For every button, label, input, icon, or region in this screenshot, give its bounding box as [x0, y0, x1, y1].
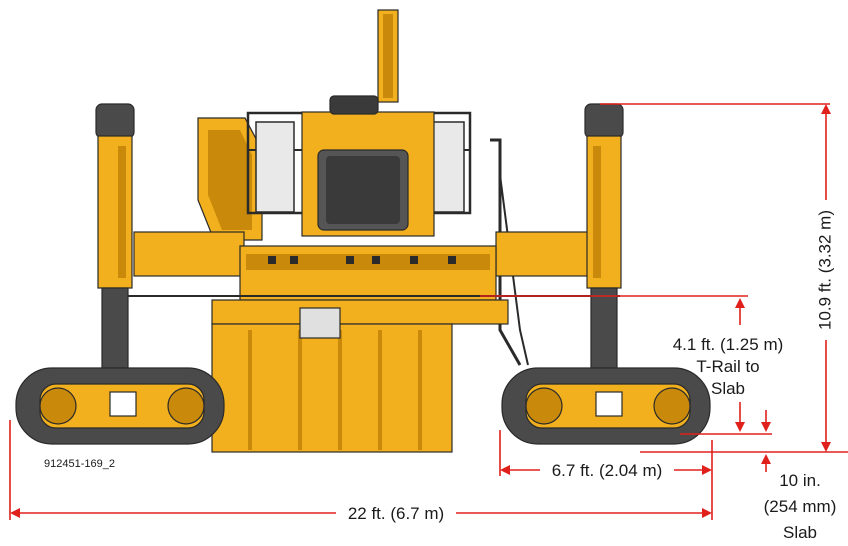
dimension-lines — [9, 103, 848, 520]
main-beam-left — [133, 231, 245, 277]
left-leg-cap — [95, 103, 135, 139]
overall-height-label: 10.9 ft. (3.32 m) — [815, 210, 834, 330]
trail-height-label-line3: Slab — [711, 379, 745, 398]
right-leg-cap — [584, 103, 624, 139]
paving-mould — [211, 299, 509, 325]
track-length-label: 6.7 ft. (2.04 m) — [552, 461, 663, 480]
slab-label-line3: Slab — [783, 523, 817, 542]
slipform-paver-machine — [15, 9, 711, 453]
left-crawler-track — [15, 367, 225, 445]
right-crawler-track — [501, 367, 711, 445]
right-leg — [586, 135, 622, 289]
overall-length-label: 22 ft. (6.7 m) — [348, 504, 444, 523]
main-beam-right — [495, 231, 597, 277]
slab-label-line2: (254 mm) — [764, 497, 837, 516]
figure-id: 912451-169_2 — [44, 458, 115, 470]
trail-height-label-line1: 4.1 ft. (1.25 m) — [673, 335, 784, 354]
trail-height-label-line2: T-Rail to — [696, 357, 759, 376]
slab-label-line1: 10 in. — [779, 471, 821, 490]
left-leg — [97, 135, 133, 289]
